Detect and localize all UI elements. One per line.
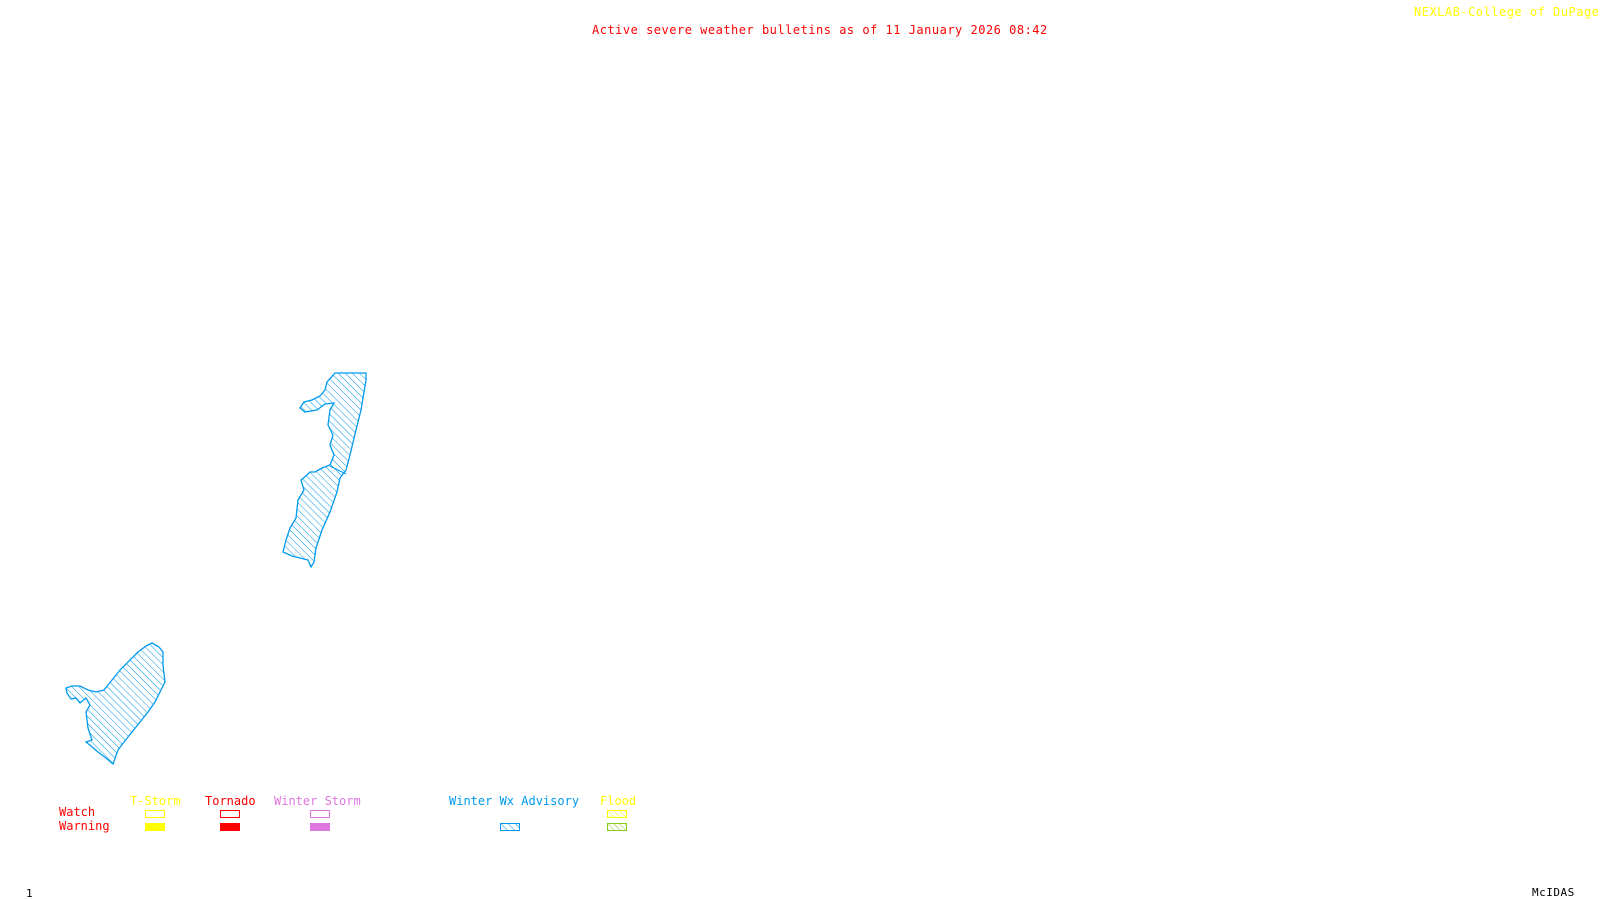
legend-flood-watch-box — [607, 810, 627, 818]
frame-number: 1 — [26, 887, 34, 900]
map-title: Active severe weather bulletins as of 11… — [592, 23, 1048, 37]
legend-tornado-warning-box — [220, 823, 240, 831]
legend-tornado-watch-box — [220, 810, 240, 818]
legend-flood-warning-box — [607, 823, 627, 831]
legend-winter-storm-watch-box — [310, 810, 330, 818]
credit-label: NEXLAB-College of DuPage — [1414, 5, 1600, 19]
credit-text: NEXLAB-College of DuPage ⬊ — [1414, 6, 1600, 18]
legend-tstorm-watch-box — [145, 810, 165, 818]
zone-boundary — [329, 465, 347, 475]
legend-flood-label: Flood — [600, 794, 637, 808]
legend-winter-storm-warning-box — [310, 823, 330, 831]
legend-watch-label: Watch — [59, 805, 96, 819]
southern-advisory-area[interactable] — [65, 642, 166, 766]
legend-tornado-label: Tornado — [205, 794, 256, 808]
northern-advisory-area[interactable] — [282, 372, 367, 569]
legend-warning-label: Warning — [59, 819, 110, 833]
legend-winter-storm-label: Winter Storm — [274, 794, 361, 808]
legend-winter-wx-advisory-label: Winter Wx Advisory — [449, 794, 580, 808]
legend-tstorm-warning-box — [145, 823, 165, 831]
legend-tstorm-label: T-Storm — [130, 794, 181, 808]
legend-winter-wx-advisory-box — [500, 823, 520, 831]
software-label: McIDAS — [1532, 886, 1575, 899]
